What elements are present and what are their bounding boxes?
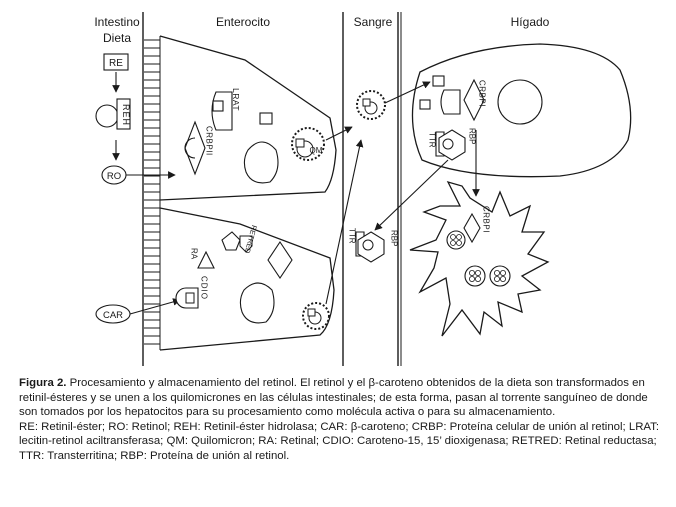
ra-triangle <box>197 250 215 269</box>
col-header-sangre: Sangre <box>354 15 393 29</box>
re-label: RE <box>109 58 123 69</box>
nucleus-upper <box>243 141 279 184</box>
reh-label: REH <box>121 104 131 126</box>
re-box <box>103 53 129 71</box>
lower-diamond <box>267 241 293 279</box>
col-header-dieta: Dieta <box>103 31 131 45</box>
retred-house <box>239 235 253 253</box>
qm-label: QM <box>310 146 323 155</box>
car-label: CAR <box>103 310 123 321</box>
ttr-label-blood: TTR <box>348 228 357 244</box>
figure-caption: Figura 2. Procesamiento y almacenamiento… <box>19 376 667 464</box>
hepatocyte-nucleus <box>497 79 543 125</box>
reh-liver-shape <box>440 89 461 115</box>
cdio-box <box>185 292 195 304</box>
stellate-cell <box>409 180 550 337</box>
nucleus-lower <box>239 282 275 324</box>
brush-border <box>144 39 160 345</box>
crbpii-label: CRBPII <box>205 126 214 156</box>
lipid-droplet-2-contents <box>468 269 481 282</box>
lipid-droplet-2 <box>464 265 486 287</box>
crbpii-protein <box>184 120 206 176</box>
arrow-liver-to-blood-rbp <box>374 159 449 231</box>
qm-ester-blood <box>362 98 371 107</box>
crbpi-label-stellate: CRBPI <box>482 206 491 233</box>
crbpii-arc <box>184 137 196 159</box>
arrow-qm-to-blood <box>325 126 353 141</box>
caption-main: Figura 2. Procesamiento y almacenamiento… <box>19 376 667 420</box>
ttr-label-liver: TTR <box>428 132 437 148</box>
cdio-label: CDIO <box>200 276 209 300</box>
lipid-droplet-3-contents <box>493 269 506 282</box>
retinyl-ester-box <box>259 112 273 125</box>
crbpi-protein <box>463 78 485 122</box>
lrat-label: LRAT <box>231 88 241 111</box>
lipid-droplet-1-contents <box>450 234 462 246</box>
ester-box-liver-1 <box>432 75 445 87</box>
enterocyte-cell-lower <box>159 207 335 351</box>
rbp-label-liver: RBP <box>468 128 477 144</box>
ester-box-liver-2 <box>419 99 431 110</box>
rbp-ligand-liver <box>442 138 454 150</box>
reh-enzyme-circle <box>95 104 119 128</box>
col-header-higado: Hígado <box>511 15 550 29</box>
rbp-label-blood: RBP <box>390 230 399 246</box>
qm-chylomicron-blood <box>356 90 386 120</box>
ro-label: RO <box>107 171 121 182</box>
enterocyte-cell-upper <box>159 35 337 201</box>
caption-text: Procesamiento y almacenamiento del retin… <box>19 377 648 419</box>
col-header-enterocito: Enterocito <box>216 15 270 29</box>
reh-enzyme-shape <box>116 98 131 130</box>
col-header-intestino: Intestino <box>94 15 140 29</box>
qm-chylomicron-upper <box>291 127 325 161</box>
crbpi-stellate-shape <box>463 212 481 244</box>
ra-label: RA <box>190 248 199 260</box>
rbp-ligand-blood <box>362 239 374 251</box>
hepatocyte-cell <box>411 43 632 178</box>
lrat-small-box <box>212 100 224 112</box>
crbpi-label: CRBPI <box>478 80 487 107</box>
arrow-lower-qm-to-blood <box>325 139 364 305</box>
arrow-car-to-enterocyte <box>129 298 181 315</box>
qm-ester-lower <box>307 308 316 317</box>
qm-chylomicron-lower <box>302 302 330 330</box>
figure-label: Figura 2. <box>19 377 67 389</box>
caption-abbreviations: RE: Retinil-éster; RO: Retinol; REH: Ret… <box>19 420 660 462</box>
lipid-droplet-3 <box>489 265 511 287</box>
arrow-blood-to-hepatocyte <box>384 81 431 104</box>
qm-ester-upper <box>295 138 305 148</box>
lipid-droplet-1 <box>446 230 466 250</box>
retinol-diagram: Intestino Dieta Enterocito Sangre Hígado… <box>94 12 632 366</box>
retred-enzyme-shape <box>221 231 241 251</box>
